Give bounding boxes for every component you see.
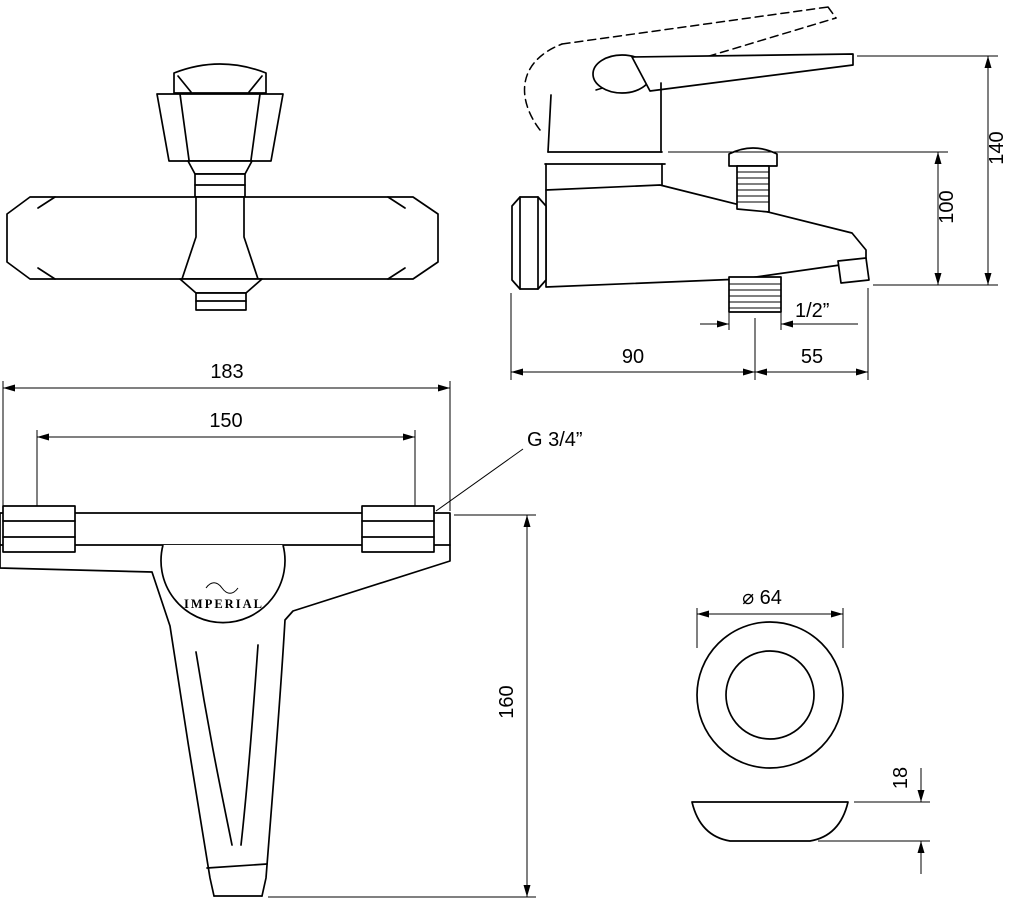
handle-raised-top-dashed (561, 6, 829, 45)
wall-nut (511, 196, 547, 290)
front-view-dimensions-top: 183 150 G 3/4” (2, 361, 583, 512)
half-inch-thread-lines (729, 283, 781, 309)
handle-cap-facet-left (177, 75, 192, 93)
front-view-top (6, 63, 439, 311)
dim-55-label: 55 (801, 346, 823, 368)
waterway-left (181, 196, 197, 280)
dim-18-label: 18 (890, 767, 912, 789)
wall-bar-body (6, 196, 439, 280)
handle-block-facet-right (250, 93, 261, 161)
diverter-stem (736, 165, 770, 213)
spout-profile (545, 184, 867, 288)
dim-183-label: 183 (210, 361, 243, 383)
bar-facet-tr (387, 196, 406, 209)
handle-block (156, 93, 284, 162)
side-view-dimensions: 90 55 1/2” 100 140 (510, 55, 1008, 380)
dim-160-label: 160 (496, 685, 518, 718)
handle-lever (631, 53, 854, 92)
flange-dimension-18: 18 (818, 767, 930, 874)
dim-dia64-label: ⌀ 64 (742, 587, 782, 609)
handle-cap (173, 63, 267, 94)
dim-100-label: 100 (936, 190, 958, 223)
body-outline-left (0, 544, 215, 897)
bar-facet-bl (37, 267, 56, 280)
spout-aerator-tip (837, 257, 870, 284)
diverter-cap (728, 147, 778, 167)
dim-140-label: 140 (986, 131, 1008, 164)
outlet-cone (179, 278, 263, 294)
flange-view: ⌀ 64 18 (691, 587, 930, 874)
brand-flourish (205, 582, 239, 594)
hex-nut-left (2, 505, 76, 553)
front-view-dimension-160: 160 (268, 514, 536, 898)
side-view: 90 55 1/2” 100 140 (510, 6, 1008, 380)
half-inch-stub (728, 276, 782, 313)
leader-g34 (435, 448, 524, 512)
dim-half-inch-label: 1/2” (795, 300, 829, 322)
spout-outlet-line (206, 863, 268, 869)
cartridge-left-edge (547, 94, 552, 153)
diverter-thread-lines (737, 171, 769, 203)
spout-inner-right (240, 644, 259, 846)
dim-90-label: 90 (622, 346, 644, 368)
flange-inner-circle (725, 650, 815, 740)
handle-raised-grip-dashed (523, 43, 563, 131)
hex-nut-right (361, 505, 435, 553)
label-g34: G 3/4” (527, 429, 583, 451)
handle-block-facet-left (179, 93, 190, 161)
body-outline-right (261, 544, 451, 897)
front-view-bottom: 183 150 G 3/4” IMPERIAL (0, 361, 583, 898)
bar-facet-tl (37, 196, 56, 209)
body-dome (160, 544, 286, 624)
handle-raised-tip-dashed (827, 6, 837, 19)
spout-inner-left (195, 651, 233, 846)
waterway-right (243, 196, 259, 280)
dim-150-label: 150 (209, 410, 242, 432)
bar-facet-br (387, 267, 406, 280)
handle-cap-facet-right (248, 75, 263, 93)
flange-side-profile (691, 801, 849, 842)
handle-collar (187, 160, 253, 175)
brand-label: IMPERIAL (184, 597, 264, 611)
